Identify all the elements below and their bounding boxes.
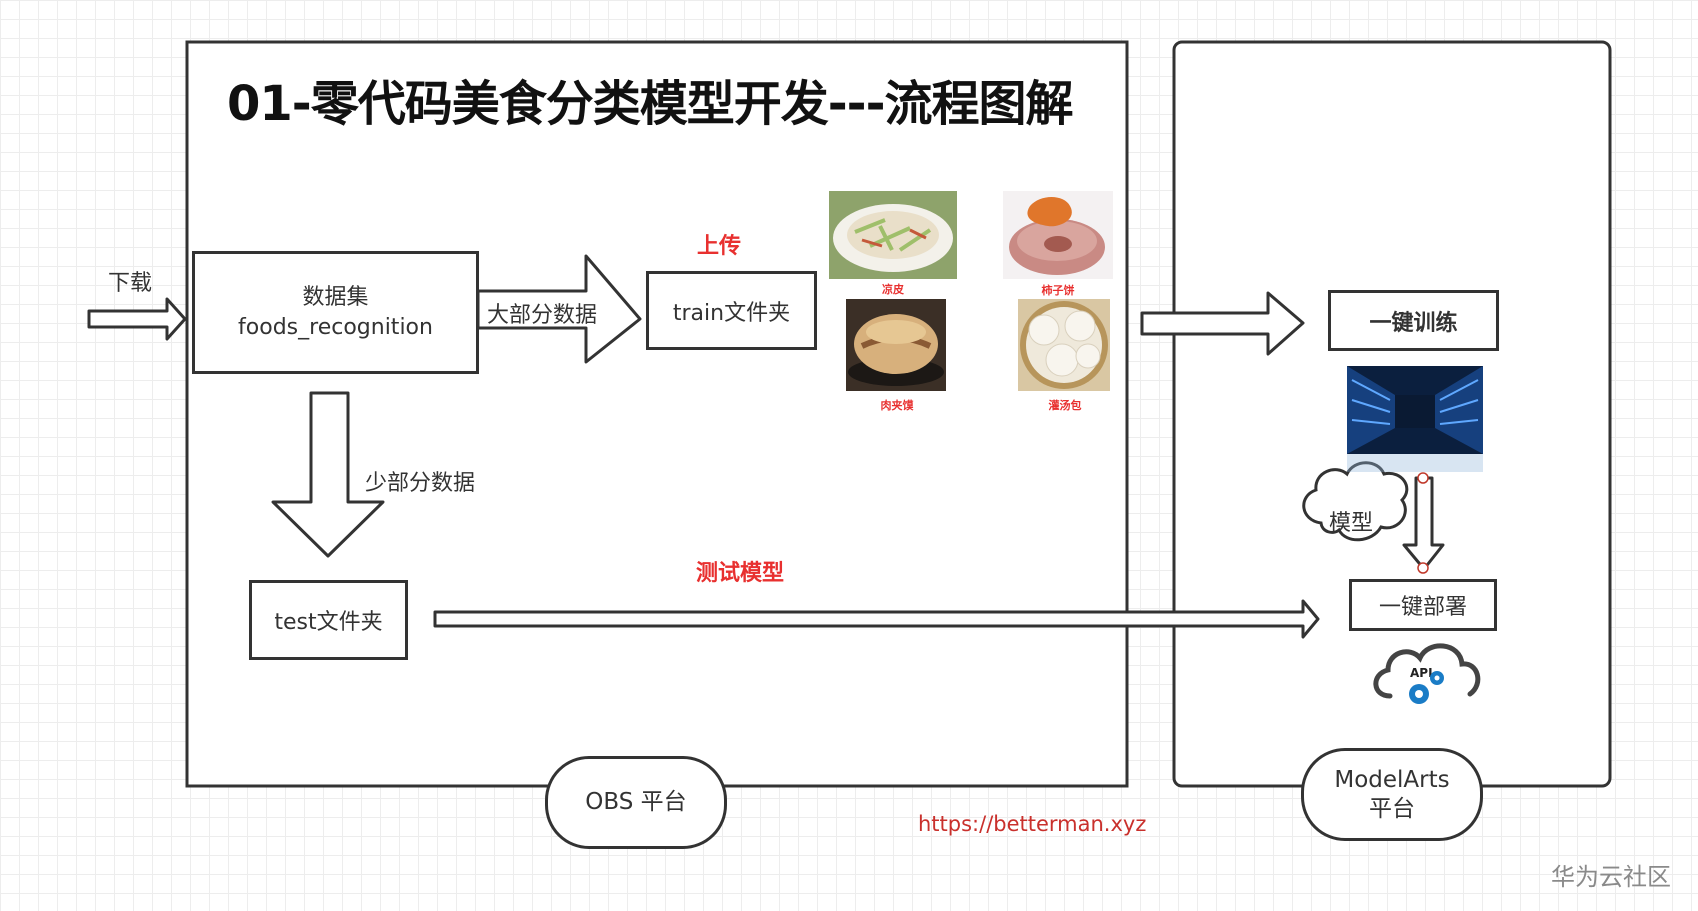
arrow-start-dot [1417, 472, 1429, 484]
source-url: https://betterman.xyz [918, 812, 1147, 836]
one-click-deploy-label: 一键部署 [1378, 595, 1467, 620]
modelarts-platform-label: ModelArts 平台 [1301, 748, 1483, 841]
download-label: 下载 [108, 271, 153, 296]
dataset-folder: foods_recognition [238, 314, 433, 340]
obs-platform-text: OBS 平台 [585, 789, 687, 815]
test-folder-label: test文件夹 [274, 610, 383, 635]
food-caption-persimmon-cake: 柿子饼 [1041, 284, 1075, 297]
one-click-train-box: 一键训练 [1328, 290, 1499, 351]
soup-dumpling-photo [1018, 299, 1110, 391]
model-label: 模型 [1329, 511, 1374, 536]
food-caption-soup-dumpling: 灌汤包 [1048, 399, 1082, 412]
api-text: API [1410, 666, 1433, 680]
modelarts-platform-line1: ModelArts [1334, 766, 1450, 793]
roujiamo-photo [846, 299, 946, 391]
one-click-deploy-box: 一键部署 [1349, 579, 1497, 631]
persimmon-cake-photo [1003, 191, 1113, 279]
minority-data-arrow [271, 391, 385, 558]
arrow-end-dot [1417, 562, 1429, 574]
model-output-arrow [1402, 476, 1445, 571]
upload-label: 上传 [697, 234, 742, 259]
download-arrow [87, 297, 187, 341]
watermark: 华为云社区 [1551, 863, 1671, 891]
test-model-arrow [433, 599, 1320, 639]
train-folder-label: train文件夹 [672, 300, 791, 326]
test-model-label: 测试模型 [696, 561, 785, 586]
obs-platform-label: OBS 平台 [545, 756, 727, 849]
modelarts-platform-line2: 平台 [1369, 795, 1415, 822]
dataset-box: 数据集 foods_recognition [192, 251, 479, 374]
food-caption-liangpi: 凉皮 [882, 283, 904, 296]
train-folder-box: train文件夹 [646, 271, 817, 350]
page-title: 01-零代码美食分类模型开发---流程图解 [227, 76, 1073, 132]
dataset-name: 数据集 [302, 284, 369, 310]
server-room-image [1347, 366, 1483, 472]
one-click-train-label: 一键训练 [1369, 310, 1458, 336]
api-cloud-icon: API [1373, 643, 1481, 704]
minority-data-label: 少部分数据 [365, 471, 476, 496]
food-caption-roujiamo: 肉夹馍 [880, 399, 914, 412]
majority-data-arrow [476, 254, 642, 364]
majority-data-label: 大部分数据 [487, 303, 598, 328]
model-cloud-shape [1302, 461, 1409, 542]
liangpi-photo [829, 191, 957, 279]
to-train-arrow [1140, 291, 1305, 356]
test-folder-box: test文件夹 [249, 580, 408, 660]
